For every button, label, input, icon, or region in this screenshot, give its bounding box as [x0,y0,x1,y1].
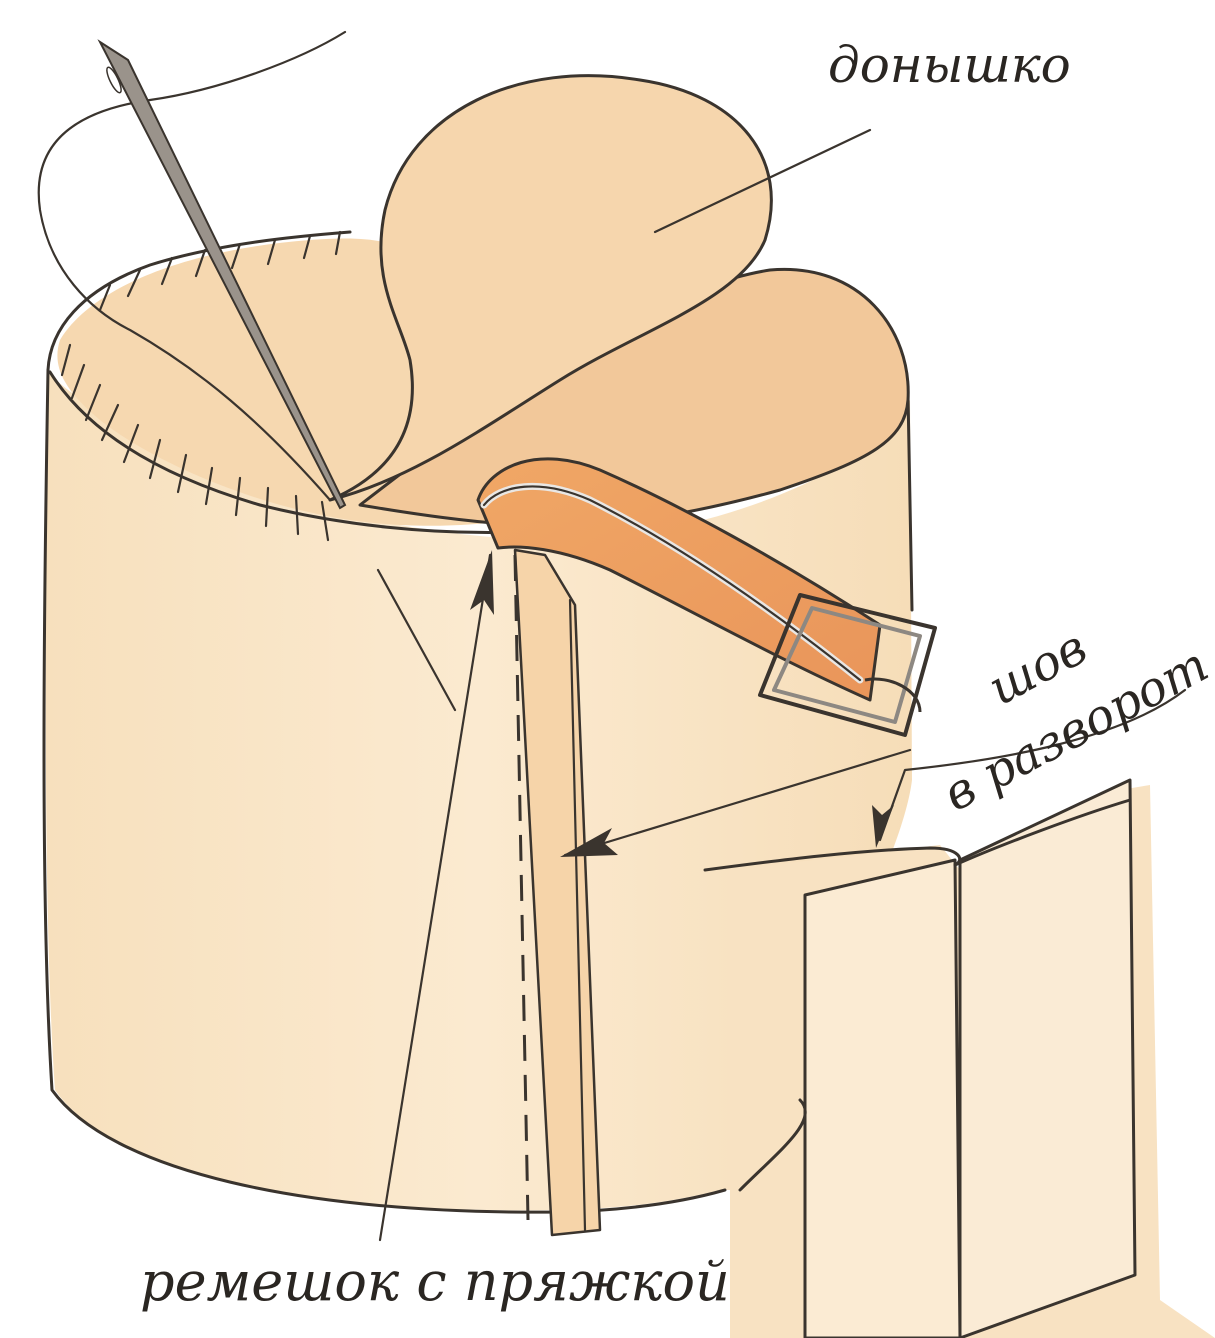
label-strap: ремешок с пряжкой [140,1250,730,1313]
label-bottom-piece: донышко [828,36,1071,94]
seam-detail-right [960,780,1135,1338]
seam-detail-front [805,860,960,1338]
